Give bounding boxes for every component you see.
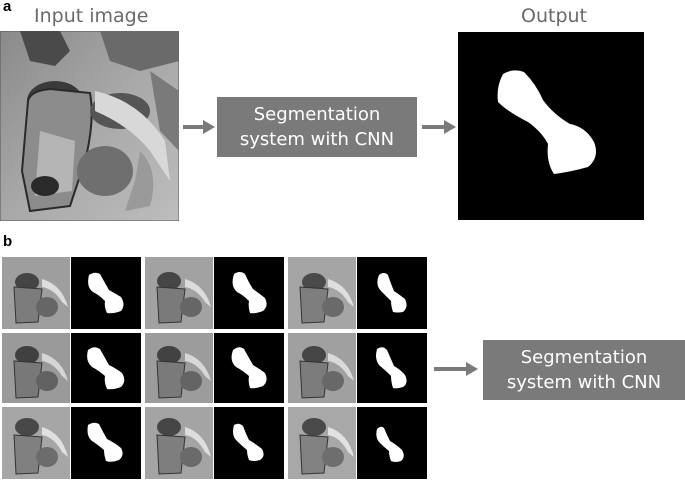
panel-letter-b: b (3, 233, 13, 250)
segmentation-system-box-b: Segmentation system with CNN (483, 340, 685, 400)
system-box-a-line1: Segmentation (253, 104, 381, 125)
mask-thumbnail (71, 407, 141, 479)
panel-letter-a: a (3, 0, 12, 15)
mask-thumbnail (357, 257, 427, 329)
output-caption: Output (521, 5, 587, 27)
arrow-system-to-output (422, 120, 456, 134)
output-mask-image (458, 32, 644, 220)
mask-thumbnail (71, 257, 141, 329)
mask-thumbnail (214, 407, 284, 479)
image-row-1 (2, 257, 427, 329)
mask-thumbnail (357, 333, 427, 403)
input-mri-image (0, 31, 179, 221)
mri-thumbnail (145, 257, 213, 329)
arrow-grid-to-system (434, 362, 478, 376)
mri-thumbnail (2, 407, 70, 479)
mri-thumbnail (2, 257, 70, 329)
mri-thumbnail (288, 407, 356, 479)
input-image-caption: Input image (34, 5, 149, 27)
system-box-b-line1: Segmentation (520, 347, 648, 368)
mask-thumbnail (357, 407, 427, 479)
mri-thumbnail (2, 333, 70, 403)
mri-thumbnail (145, 333, 213, 403)
mri-thumbnail (145, 407, 213, 479)
mask-thumbnail (71, 333, 141, 403)
image-row-3 (2, 407, 427, 479)
image-row-2 (2, 333, 427, 403)
mask-thumbnail (214, 257, 284, 329)
mri-thumbnail (288, 333, 356, 403)
image-grid (0, 257, 430, 479)
mri-thumbnail (288, 257, 356, 329)
system-box-b-line2: system with CNN (506, 372, 662, 393)
segmentation-system-box-a: Segmentation system with CNN (217, 97, 417, 157)
arrow-input-to-system (183, 120, 215, 134)
system-box-a-line2: system with CNN (239, 129, 395, 150)
mask-thumbnail (214, 333, 284, 403)
